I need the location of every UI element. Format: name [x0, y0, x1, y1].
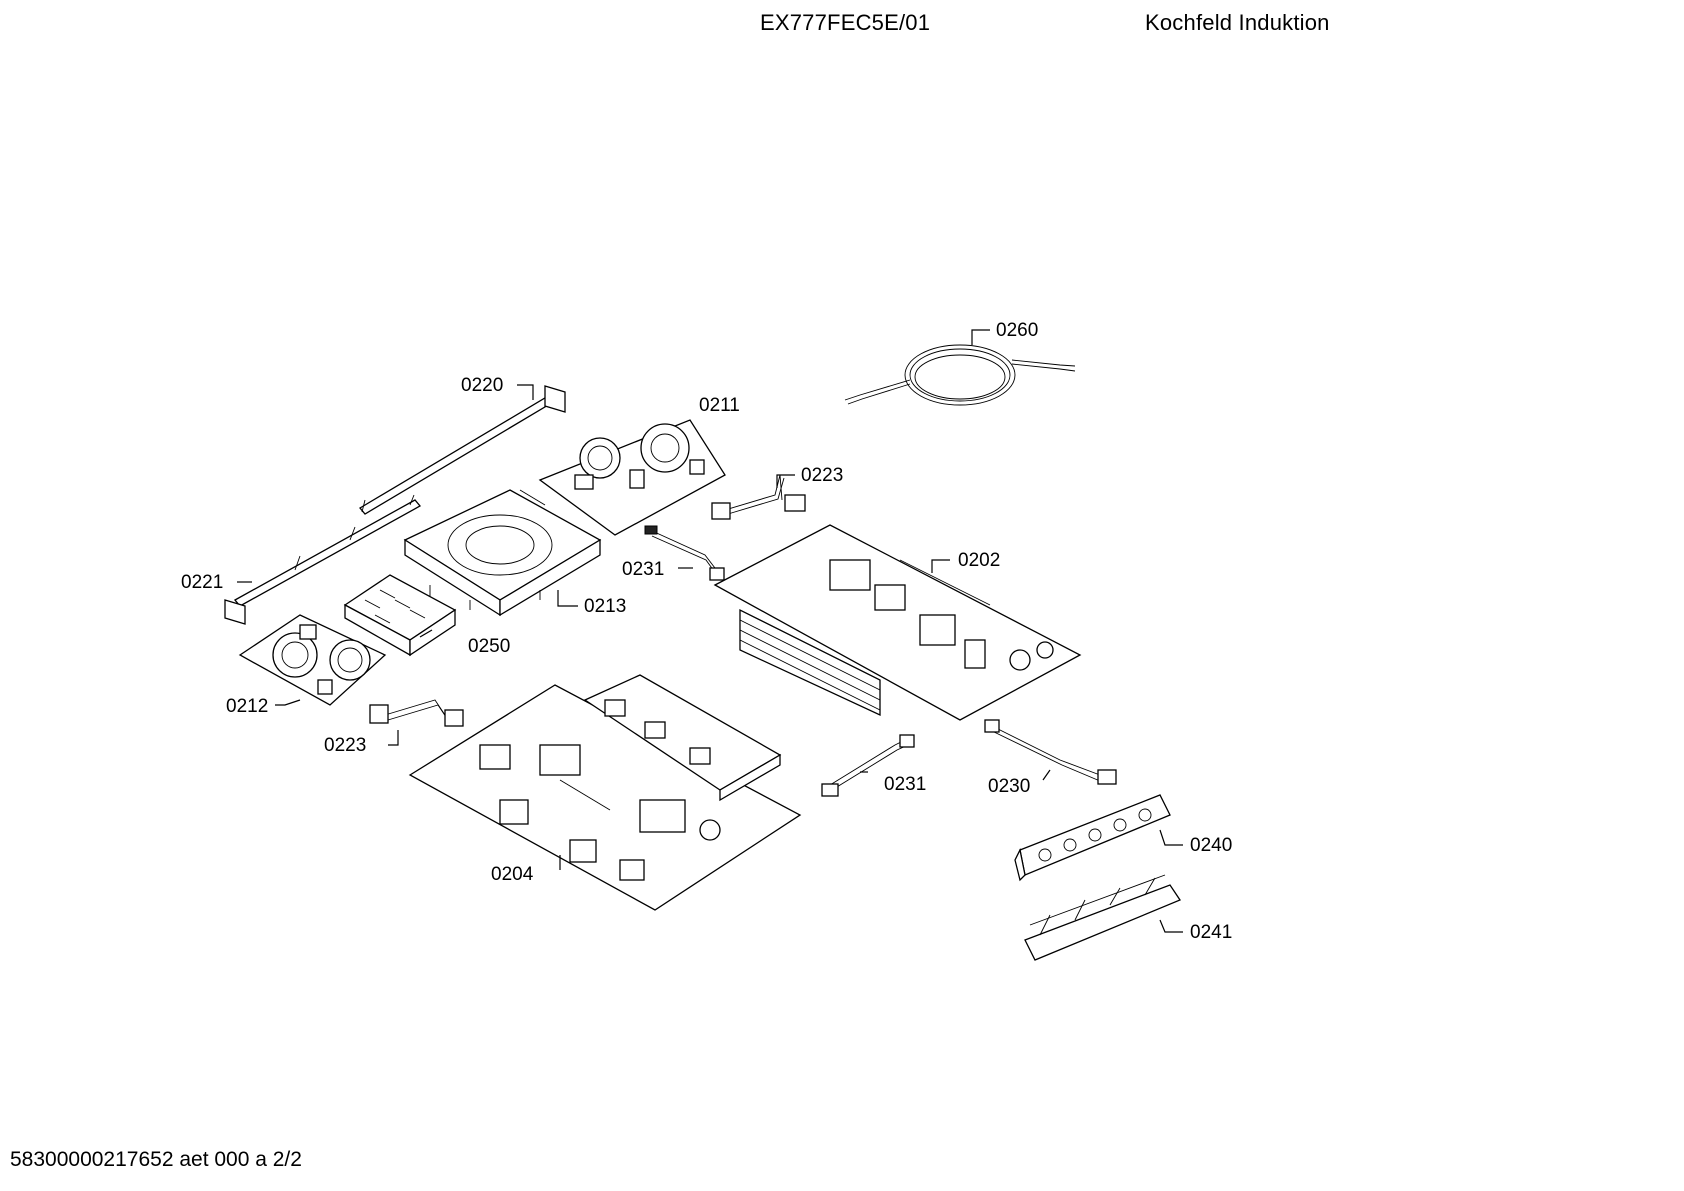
leader-lines — [237, 329, 1183, 933]
label-0212[interactable]: 0212 — [226, 696, 268, 717]
power-module-0202[interactable] — [713, 524, 1082, 721]
label-0211[interactable]: 0211 — [699, 395, 740, 416]
label-0202[interactable]: 0202 — [958, 550, 1000, 571]
cable-bar-0221[interactable] — [224, 494, 422, 625]
label-0250[interactable]: 0250 — [468, 636, 510, 657]
cable-harness-0223-bottom[interactable] — [369, 699, 464, 727]
label-0213[interactable]: 0213 — [584, 596, 626, 617]
cable-bar-0220[interactable] — [359, 385, 566, 515]
control-board-0204[interactable] — [408, 674, 802, 911]
label-0220[interactable]: 0220 — [461, 375, 503, 396]
bracket-frame-0241[interactable] — [1024, 874, 1181, 961]
label-0240[interactable]: 0240 — [1190, 835, 1232, 856]
label-0260[interactable]: 0260 — [996, 320, 1038, 341]
ribbon-cable-0231-top[interactable] — [644, 525, 725, 581]
label-0231-top[interactable]: 0231 — [622, 559, 664, 580]
model-number: EX777FEC5E/01 — [760, 10, 931, 35]
label-0221[interactable]: 0221 — [181, 572, 223, 593]
ribbon-cable-0231-bottom[interactable] — [821, 734, 915, 797]
label-0241[interactable]: 0241 — [1190, 922, 1232, 943]
label-0223-top[interactable]: 0223 — [801, 465, 843, 486]
position-labels: 0260 0220 0211 0223 0221 0231 0202 0213 … — [181, 320, 1232, 943]
filter-board-0211[interactable] — [538, 419, 726, 536]
touch-board-0240[interactable] — [1014, 794, 1171, 882]
terminal-block-0250[interactable] — [343, 574, 457, 657]
label-0230[interactable]: 0230 — [988, 776, 1030, 797]
power-cable-0260[interactable] — [844, 344, 1076, 406]
label-0223-bottom[interactable]: 0223 — [324, 735, 366, 756]
label-0231-bottom[interactable]: 0231 — [884, 774, 926, 795]
ribbon-cable-0230[interactable] — [984, 719, 1117, 785]
document-reference: 58300000217652 aet 000 a 2/2 — [10, 1148, 302, 1171]
filter-board-0212[interactable] — [238, 614, 387, 706]
induction-coil-0213[interactable] — [403, 489, 602, 617]
product-description: Kochfeld Induktion — [1145, 10, 1330, 35]
label-0204[interactable]: 0204 — [491, 864, 534, 885]
cable-harness-0223-top[interactable] — [711, 474, 806, 520]
